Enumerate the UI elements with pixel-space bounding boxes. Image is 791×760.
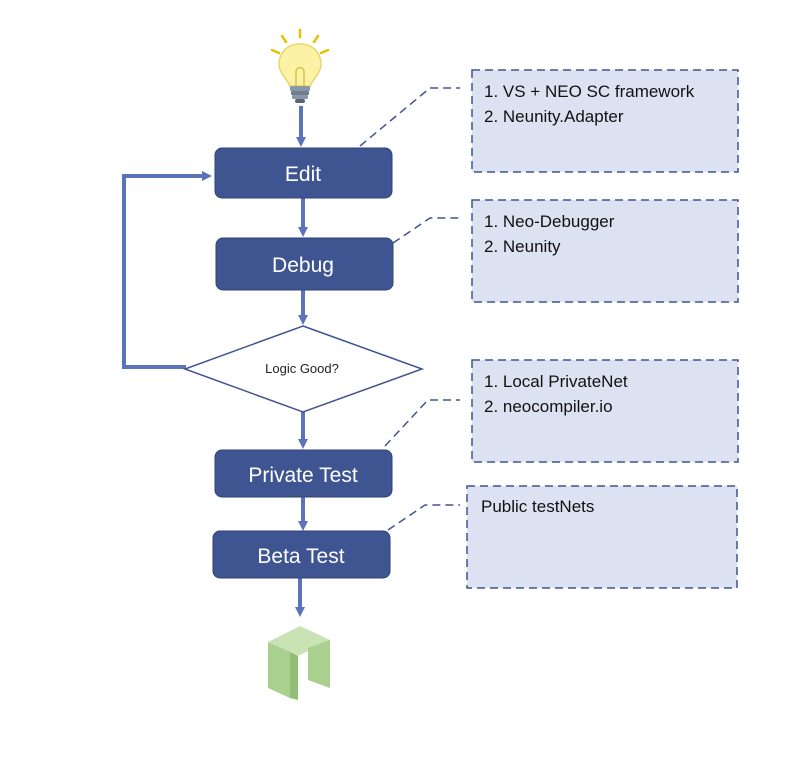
note-edit-line-1: 1. VS + NEO SC framework (484, 82, 695, 101)
note-debug-line-1: 1. Neo-Debugger (484, 212, 615, 231)
connector-beta (387, 504, 460, 531)
step-beta-test: Beta Test (212, 530, 391, 579)
arrow-loop-back-to-edit (122, 171, 212, 369)
lightbulb-icon (270, 28, 330, 103)
connector-debug (392, 217, 460, 244)
step-private-test: Private Test (214, 449, 393, 498)
decision-logic-good: Logic Good? (182, 325, 425, 413)
step-beta-test-label: Beta Test (257, 545, 344, 568)
decision-label: Logic Good? (265, 361, 339, 376)
note-beta-test: Public testNets (466, 485, 738, 589)
connector-edit (359, 87, 460, 147)
note-connectors (359, 87, 460, 531)
neo-logo-icon (268, 626, 330, 700)
connector-private (384, 399, 460, 447)
step-private-test-label: Private Test (248, 464, 357, 487)
step-edit: Edit (214, 147, 393, 199)
step-debug: Debug (215, 237, 394, 291)
note-debug-line-2: 2. Neunity (484, 237, 561, 256)
step-edit-label: Edit (285, 163, 321, 186)
step-debug-label: Debug (272, 254, 334, 277)
note-beta-line-1: Public testNets (481, 497, 594, 516)
note-edit-line-2: 2. Neunity.Adapter (484, 107, 624, 126)
note-debug: 1. Neo-Debugger 2. Neunity (471, 199, 739, 303)
flow-arrows (122, 106, 308, 617)
note-private-test: 1. Local PrivateNet 2. neocompiler.io (471, 359, 739, 463)
note-edit: 1. VS + NEO SC framework 2. Neunity.Adap… (471, 69, 739, 173)
note-private-line-2: 2. neocompiler.io (484, 397, 613, 416)
note-private-line-1: 1. Local PrivateNet (484, 372, 628, 391)
